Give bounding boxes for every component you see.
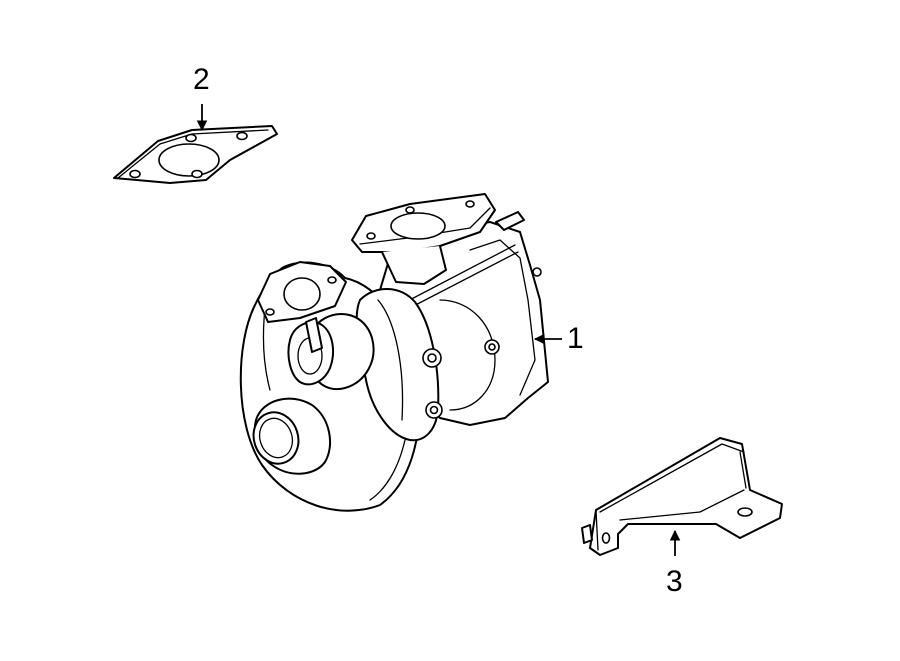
turbocharger-part[interactable] (239, 193, 549, 512)
callout-1: 1 (567, 322, 584, 355)
callout-3: 3 (666, 565, 683, 598)
bracket-part[interactable] (581, 437, 783, 556)
callout-2: 2 (193, 63, 210, 96)
gasket-part[interactable] (113, 125, 278, 184)
